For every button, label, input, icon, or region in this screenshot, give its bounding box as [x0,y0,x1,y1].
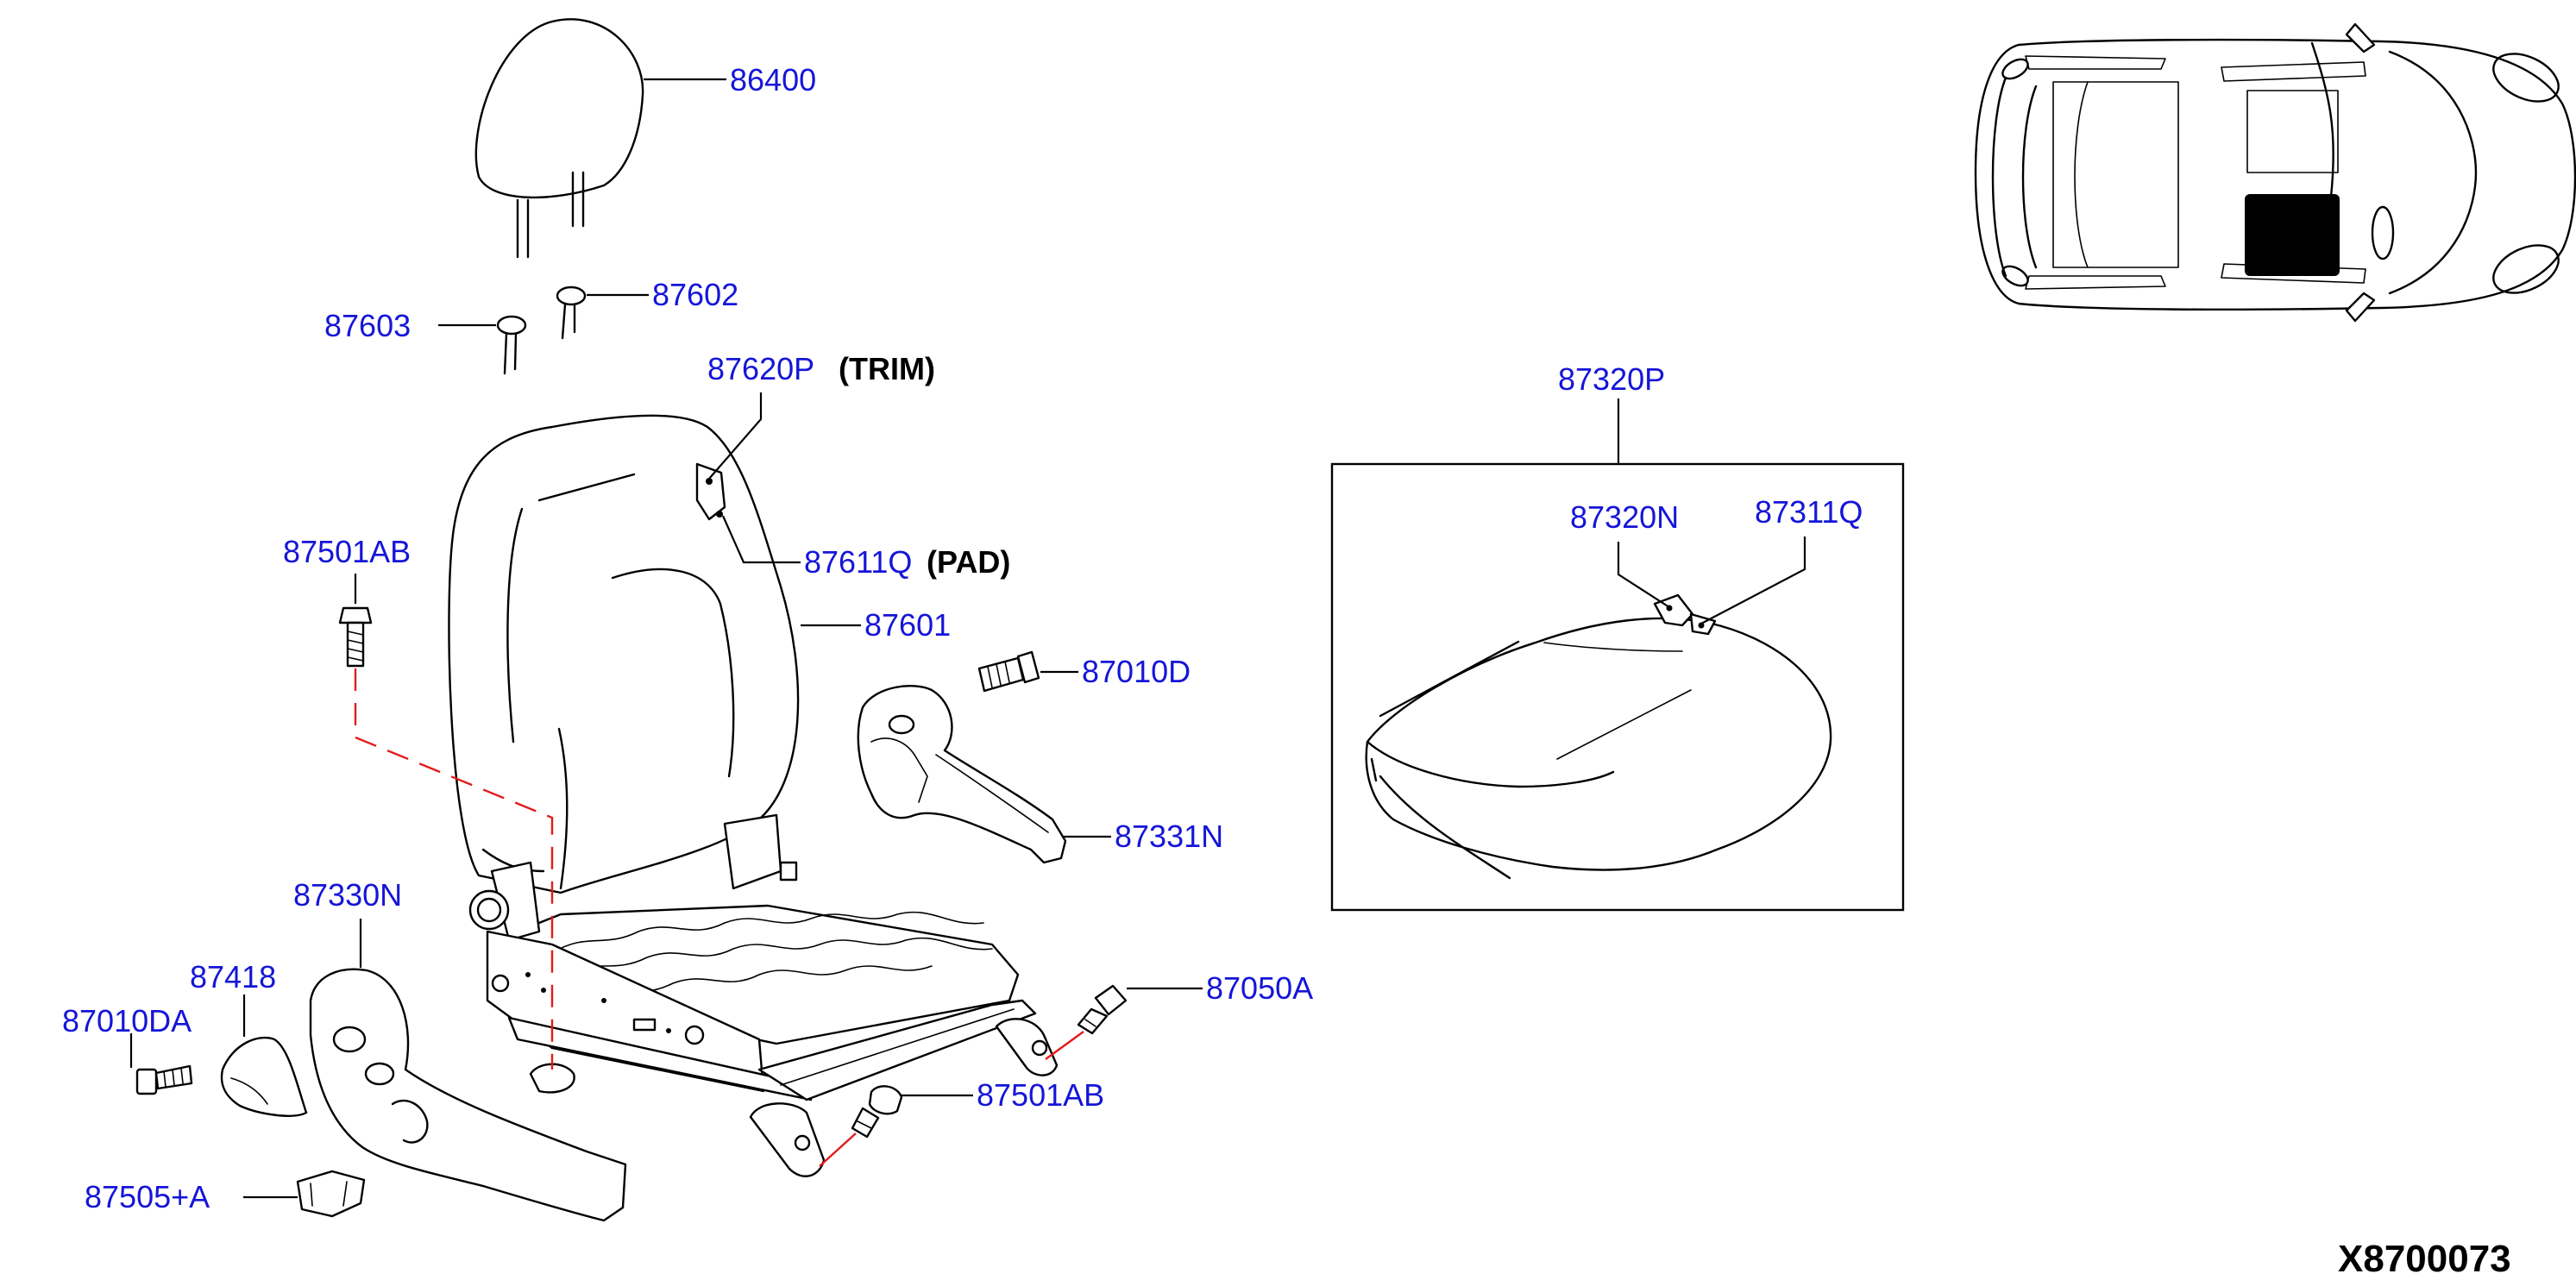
label-87611Q[interactable]: 87611Q [804,544,912,580]
label-87603[interactable]: 87603 [324,308,411,343]
knob-drawing [220,1036,308,1117]
cushion-drawing [1365,593,1832,880]
headrest-drawing [474,18,644,259]
label-87418[interactable]: 87418 [190,959,276,995]
headrest-guide-right [556,285,587,340]
bolt-upper-left-drawing [338,574,373,668]
bolt-87501AB-lower-drawing [851,1085,903,1139]
install-path-upper [354,668,554,1070]
install-path-87050A [1045,1031,1084,1060]
vehicle-locator [1974,22,2576,323]
label-87320P[interactable]: 87320P [1558,361,1665,397]
diagram-code: X8700073 [2338,1238,2511,1280]
label-87602[interactable]: 87602 [652,277,738,312]
cushion-assy-box [1330,462,1905,912]
label-87620P[interactable]: 87620P [707,351,814,386]
label-87050A[interactable]: 87050A [1206,970,1313,1006]
seat-location-marker [2245,194,2340,276]
bolt-87050A-drawing [1077,984,1128,1035]
install-path-87501AB-lower [819,1133,857,1167]
label-87330N[interactable]: 87330N [293,877,402,913]
seat-frame-drawing [468,813,1059,1177]
label-87501AB-lower[interactable]: 87501AB [977,1077,1104,1113]
label-87501AB-upper[interactable]: 87501AB [283,534,411,569]
note-pad: (PAD) [927,544,1010,580]
outer-finisher-drawing [309,968,627,1222]
label-87010DA[interactable]: 87010DA [62,1003,192,1038]
label-87320N[interactable]: 87320N [1570,499,1679,535]
label-87505A[interactable]: 87505+A [85,1179,210,1214]
note-trim: (TRIM) [839,351,935,386]
inner-finisher-drawing [857,684,1067,864]
label-86400[interactable]: 86400 [730,62,816,97]
label-87010D[interactable]: 87010D [1082,654,1191,689]
label-87331N[interactable]: 87331N [1115,819,1223,854]
screw-87010DA-drawing [135,1064,193,1095]
label-87311Q[interactable]: 87311Q [1755,494,1863,530]
headrest-guide-left [496,315,527,375]
bolt-87010D-drawing [977,650,1040,693]
label-87601[interactable]: 87601 [864,607,951,643]
clip-drawing [296,1170,366,1218]
